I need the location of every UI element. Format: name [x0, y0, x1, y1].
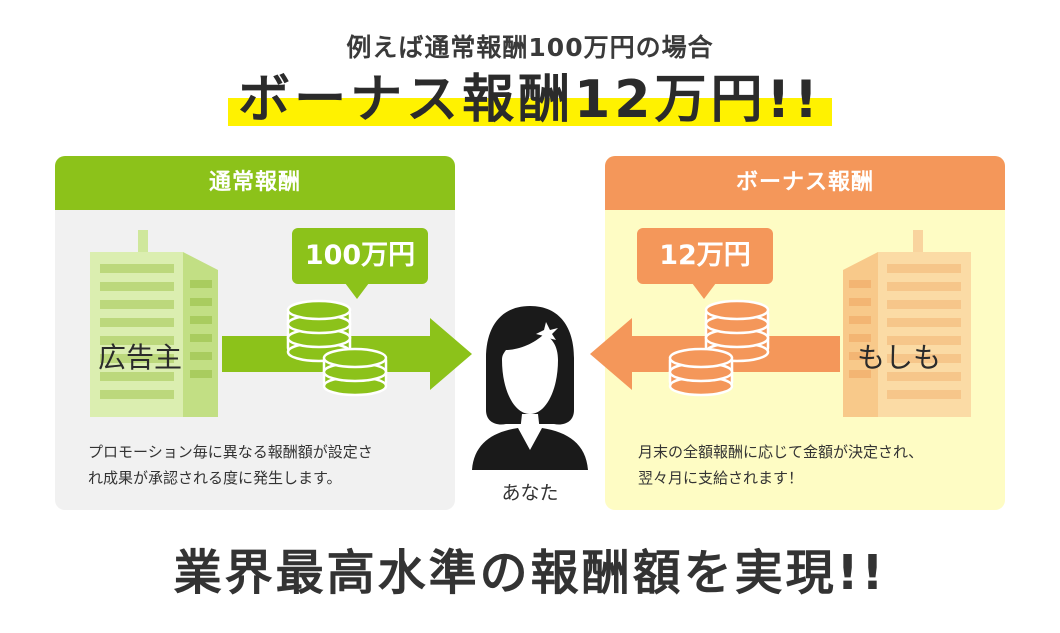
person-label: あなた: [501, 482, 559, 504]
bonus-reward-title: ボーナス報酬: [605, 156, 1005, 210]
footer-headline: 業界最高水準の報酬額を実現!!: [173, 545, 887, 601]
coin-stack-icon: [286, 299, 388, 397]
headline-highlight: [228, 98, 832, 126]
coin-stack-icon: [668, 299, 770, 397]
headline-text: ボーナス報酬12万円!!: [238, 70, 822, 130]
advertiser-label: 広告主: [98, 341, 183, 374]
headline-wrap: ボーナス報酬12万円!!: [0, 68, 1060, 132]
bonus-reward-panel: ボーナス報酬: [605, 156, 1005, 510]
moshimo-label: もしも: [857, 341, 942, 374]
person-icon: [472, 306, 588, 470]
headline: ボーナス報酬12万円!!: [228, 68, 832, 132]
bonus-reward-amount-badge: 12万円: [637, 228, 773, 284]
badge-pointer: [345, 283, 369, 299]
normal-reward-title: 通常報酬: [55, 156, 455, 210]
normal-reward-description: プロモーション毎に異なる報酬額が設定さ れ成果が承認される度に発生します。: [88, 443, 373, 487]
bonus-reward-description: 月末の全額報酬に応じて金額が決定され、 翌々月に支給されます！: [638, 443, 924, 487]
building-icon: [90, 230, 218, 417]
subtitle: 例えば通常報酬100万円の場合: [346, 33, 714, 62]
building-icon: [843, 230, 971, 417]
badge-pointer: [692, 283, 716, 299]
normal-reward-amount-badge: 100万円: [292, 228, 428, 284]
